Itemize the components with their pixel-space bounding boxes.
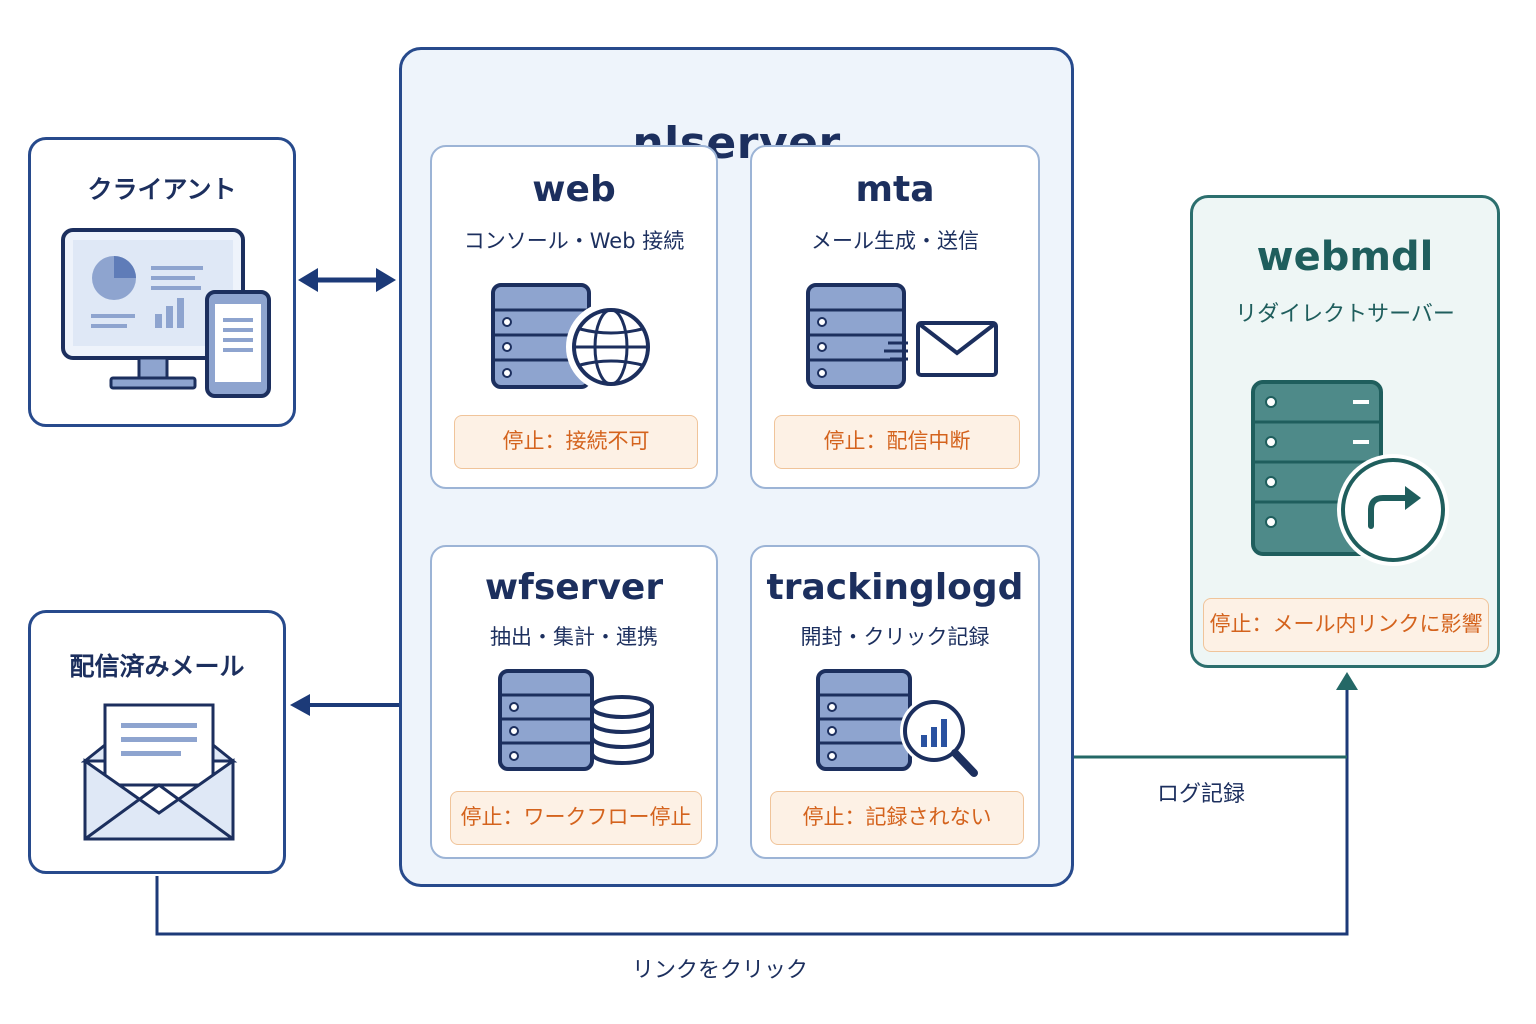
- webmdl-trackinglogd-arrow: [1042, 746, 1347, 768]
- service-wfserver-card: wfserver 抽出・集計・連携 停止：ワークフロー停止: [430, 545, 718, 859]
- mail-webmdl-arrow: [155, 672, 1358, 936]
- service-web-card: web コンソール・Web 接続 停止：接続不可: [430, 145, 718, 489]
- client-title: クライアント: [87, 175, 237, 204]
- service-mta-stop-badge: 停止：配信中断: [774, 415, 1020, 469]
- service-web-subtitle: コンソール・Web 接続: [463, 229, 685, 253]
- client-nlserver-arrow: [298, 268, 396, 292]
- webmdl-box: webmdl リダイレクトサーバー 停止：メール内リンクに影響: [1190, 195, 1500, 668]
- desktop-phone-icon: [61, 228, 271, 398]
- server-database-icon: [498, 669, 654, 771]
- webmdl-subtitle: リダイレクトサーバー: [1235, 302, 1455, 327]
- service-web-title: web: [532, 169, 616, 210]
- service-wfserver-title: wfserver: [484, 567, 664, 608]
- server-redirect-icon: [1251, 380, 1449, 566]
- open-envelope-icon: [81, 703, 238, 841]
- click-link-label: リンクをクリック: [632, 958, 809, 983]
- service-trackinglogd-title: trackinglogd: [766, 567, 1024, 608]
- delivered-mail-box: 配信済みメール: [28, 610, 286, 874]
- service-web-stop-badge: 停止：接続不可: [454, 415, 698, 469]
- log-record-label: ログ記録: [1157, 782, 1246, 807]
- service-trackinglogd-subtitle: 開封・クリック記録: [800, 625, 990, 649]
- server-mail-icon: [806, 283, 998, 389]
- service-wfserver-stop-badge: 停止：ワークフロー停止: [450, 791, 702, 845]
- service-mta-title: mta: [855, 169, 935, 210]
- service-mta-card: mta メール生成・送信 停止：配信中断: [750, 145, 1040, 489]
- webmdl-stop-badge: 停止：メール内リンクに影響: [1203, 598, 1489, 652]
- client-box: クライアント: [28, 137, 296, 427]
- service-trackinglogd-stop-badge: 停止：記録されない: [770, 791, 1024, 845]
- webmdl-title: webmdl: [1256, 234, 1434, 280]
- service-wfserver-subtitle: 抽出・集計・連携: [490, 625, 658, 649]
- server-search-analytics-icon: [816, 669, 978, 777]
- delivered-mail-title: 配信済みメール: [69, 652, 245, 681]
- service-trackinglogd-card: trackinglogd 開封・クリック記録 停止：記録されない: [750, 545, 1040, 859]
- server-globe-icon: [491, 283, 656, 392]
- service-mta-subtitle: メール生成・送信: [811, 229, 979, 253]
